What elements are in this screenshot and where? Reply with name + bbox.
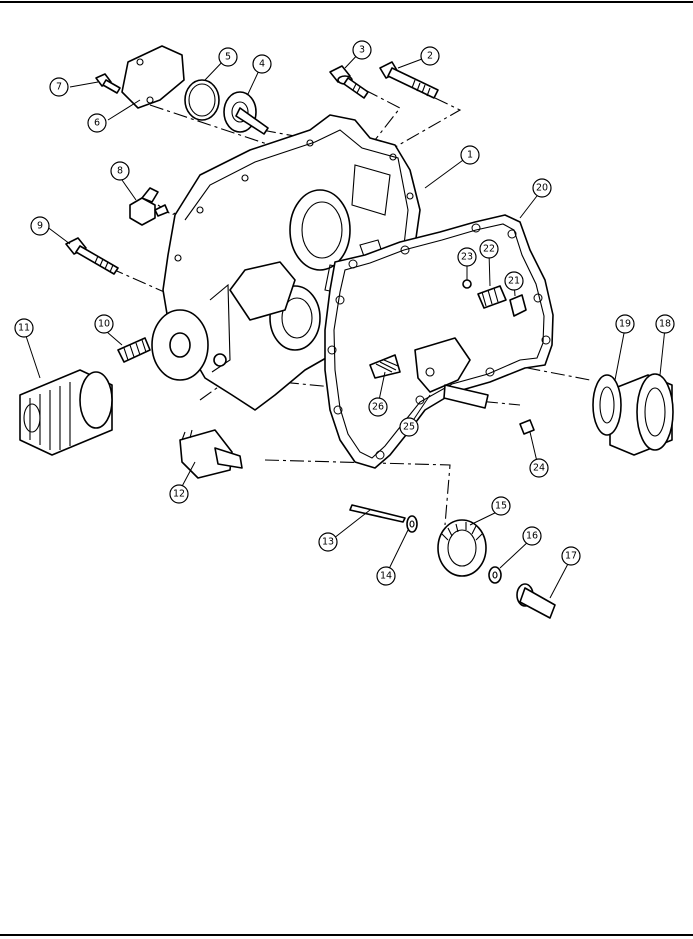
- svg-text:4: 4: [259, 59, 265, 70]
- callout-24: 24: [529, 458, 549, 478]
- oil-filter: [19, 369, 113, 456]
- callout-8: 8: [110, 161, 130, 181]
- top-rule: [0, 1, 693, 3]
- bearing: [609, 373, 674, 456]
- pin: [349, 504, 406, 523]
- o-ring: [184, 79, 220, 121]
- callout-2: 2: [420, 46, 440, 66]
- callout-23: 23: [457, 247, 477, 267]
- callout-17: 17: [561, 546, 581, 566]
- callout-10: 10: [94, 314, 114, 334]
- thrust-washer: [488, 566, 502, 584]
- screw: [95, 73, 121, 94]
- svg-text:19: 19: [619, 319, 631, 330]
- small-screw: [519, 419, 535, 435]
- small-o-ring: [462, 279, 472, 289]
- svg-text:15: 15: [495, 501, 507, 512]
- callout-12: 12: [169, 484, 189, 504]
- svg-text:20: 20: [536, 183, 548, 194]
- callout-1: 1: [460, 145, 480, 165]
- svg-text:24: 24: [533, 463, 545, 474]
- oil-pickup: [414, 337, 489, 409]
- svg-text:22: 22: [483, 244, 495, 255]
- svg-text:16: 16: [526, 531, 538, 542]
- svg-text:17: 17: [565, 551, 577, 562]
- callout-16: 16: [522, 526, 542, 546]
- svg-text:25: 25: [403, 422, 415, 433]
- pump-gear: [437, 519, 487, 577]
- elbow-fitting: [129, 187, 169, 226]
- svg-text:8: 8: [117, 166, 123, 177]
- callout-15: 15: [491, 496, 511, 516]
- long-bolt: [65, 237, 119, 275]
- shaft-bushing: [223, 91, 269, 135]
- callout-11: 11: [14, 318, 34, 338]
- pressure-switch: [179, 429, 243, 479]
- svg-text:14: 14: [380, 571, 392, 582]
- flange-bolt: [329, 65, 369, 99]
- retainer-clip: [509, 294, 527, 317]
- callout-21: 21: [504, 271, 524, 291]
- callout-22: 22: [479, 239, 499, 259]
- callout-19: 19: [615, 314, 635, 334]
- callout-5: 5: [218, 47, 238, 67]
- svg-text:2: 2: [427, 51, 433, 62]
- callout-3: 3: [352, 40, 372, 60]
- svg-text:1: 1: [467, 150, 473, 161]
- callout-13: 13: [318, 532, 338, 552]
- svg-text:18: 18: [659, 319, 671, 330]
- svg-text:12: 12: [173, 489, 185, 500]
- svg-text:9: 9: [37, 221, 43, 232]
- screen-mesh: [369, 354, 401, 379]
- svg-text:21: 21: [508, 276, 520, 287]
- callout-7: 7: [49, 77, 69, 97]
- washer: [406, 515, 418, 533]
- svg-text:10: 10: [98, 319, 110, 330]
- oil-seal: [592, 374, 622, 436]
- gear-shaft: [516, 583, 556, 619]
- callout-14: 14: [376, 566, 396, 586]
- bottom-rule: [0, 934, 693, 936]
- callout-26: 26: [368, 397, 388, 417]
- callout-9: 9: [30, 216, 50, 236]
- filter-mount-pad: [151, 309, 209, 381]
- callout-18: 18: [655, 314, 675, 334]
- svg-text:11: 11: [18, 323, 30, 334]
- svg-text:13: 13: [322, 537, 334, 548]
- svg-text:6: 6: [94, 118, 100, 129]
- callout-25: 25: [399, 417, 419, 437]
- relief-spring: [477, 285, 507, 309]
- svg-text:23: 23: [461, 252, 473, 263]
- callout-4: 4: [252, 54, 272, 74]
- svg-text:7: 7: [56, 82, 62, 93]
- bolt: [379, 61, 439, 99]
- cover-plate: [121, 45, 185, 109]
- threaded-nipple: [117, 337, 151, 363]
- callout-20: 20: [532, 178, 552, 198]
- svg-text:5: 5: [225, 52, 231, 63]
- svg-text:3: 3: [359, 45, 365, 56]
- svg-text:26: 26: [372, 402, 384, 413]
- callout-6: 6: [87, 113, 107, 133]
